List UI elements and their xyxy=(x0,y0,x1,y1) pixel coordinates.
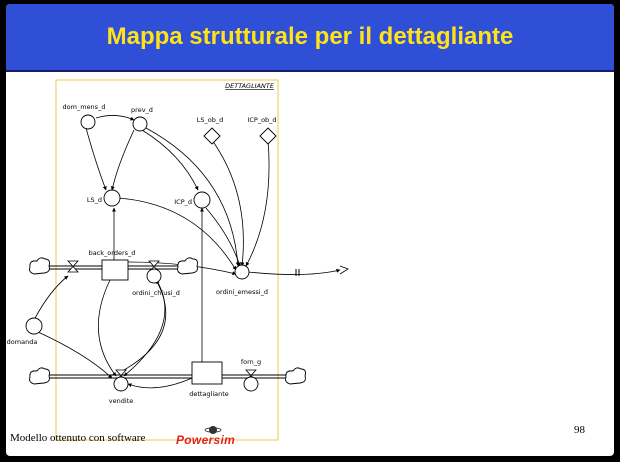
level-back-orders-d xyxy=(101,259,129,281)
link-dettagliante-vendite xyxy=(127,377,193,389)
flow-ordini-emessi-d xyxy=(234,264,250,280)
powersim-logo: Powersim xyxy=(176,424,238,448)
slide: DETTAGLIANTE xyxy=(6,4,614,456)
link-prev-icpd xyxy=(141,129,199,191)
link-lsd-ordemessi xyxy=(117,197,237,271)
link-domanda-vendite xyxy=(37,331,113,379)
label-prev-d: prev_d xyxy=(131,106,153,114)
cloud-icon xyxy=(177,257,198,275)
link-icpobd-ordemessi xyxy=(245,139,270,267)
link-prev-ordemessi xyxy=(145,127,240,267)
label-vendite: vendite xyxy=(109,397,133,405)
label-back-orders-d: back_orders_d xyxy=(89,249,136,257)
flow-forn-g xyxy=(243,376,259,392)
link-backorders-vendite xyxy=(97,279,117,377)
level-dettagliante xyxy=(191,361,223,385)
label-ordini-emessi-d: ordini_emessi_d xyxy=(216,288,268,296)
slide-title: Mappa strutturale per il dettagliante xyxy=(106,23,514,50)
link-dommens-prev xyxy=(95,115,135,121)
cloud-icon xyxy=(29,257,50,275)
label-ordini-chiusi-d: ordini_chiusi_d xyxy=(132,289,180,297)
link-ordemessi-out xyxy=(247,268,341,275)
valve-inflow-back-orders xyxy=(67,260,79,273)
aux-ls-d xyxy=(103,189,121,207)
title-bar: Mappa strutturale per il dettagliante xyxy=(6,4,614,72)
label-ls-d: LS_d xyxy=(87,196,102,204)
sector-box xyxy=(55,79,279,441)
aux-domanda xyxy=(25,317,43,335)
logo-wordmark: Powersim xyxy=(176,433,236,447)
aux-icp-d xyxy=(193,191,211,209)
label-forn-g: forn_g xyxy=(241,358,261,366)
label-dettagliante: dettagliante xyxy=(189,390,229,398)
footer-caption: Modello ottenuto con software xyxy=(10,432,146,444)
link-vendite-chiusi xyxy=(123,279,167,371)
label-dom-mens-d: dom_mens_d xyxy=(63,103,106,111)
link-lsobd-ordemessi xyxy=(211,139,245,267)
aux-prev-d xyxy=(132,116,148,132)
stock-flow-diagram: DETTAGLIANTE xyxy=(7,79,349,441)
cloud-icon xyxy=(29,367,50,385)
label-icp-ob-d: ICP_ob_d xyxy=(247,116,276,124)
page-number: 98 xyxy=(574,424,585,436)
link-prev-lsd xyxy=(110,129,135,191)
sector-label: DETTAGLIANTE xyxy=(225,82,275,90)
label-domanda: domanda xyxy=(7,338,38,346)
const-icp-ob-d xyxy=(259,127,277,145)
link-icpd-ordemessi xyxy=(205,207,241,267)
flow-vendite xyxy=(113,376,129,392)
label-ls-ob-d: LS_ob_d xyxy=(197,116,223,124)
cloud-icon xyxy=(285,367,306,385)
aux-dom-mens-d xyxy=(80,114,96,130)
flow-ordini-chiusi-d xyxy=(146,268,162,284)
link-domanda-backorders xyxy=(33,275,69,321)
const-ls-ob-d xyxy=(203,127,221,145)
label-icp-d: ICP_d xyxy=(174,198,192,206)
link-dommens-lsd xyxy=(85,127,107,191)
